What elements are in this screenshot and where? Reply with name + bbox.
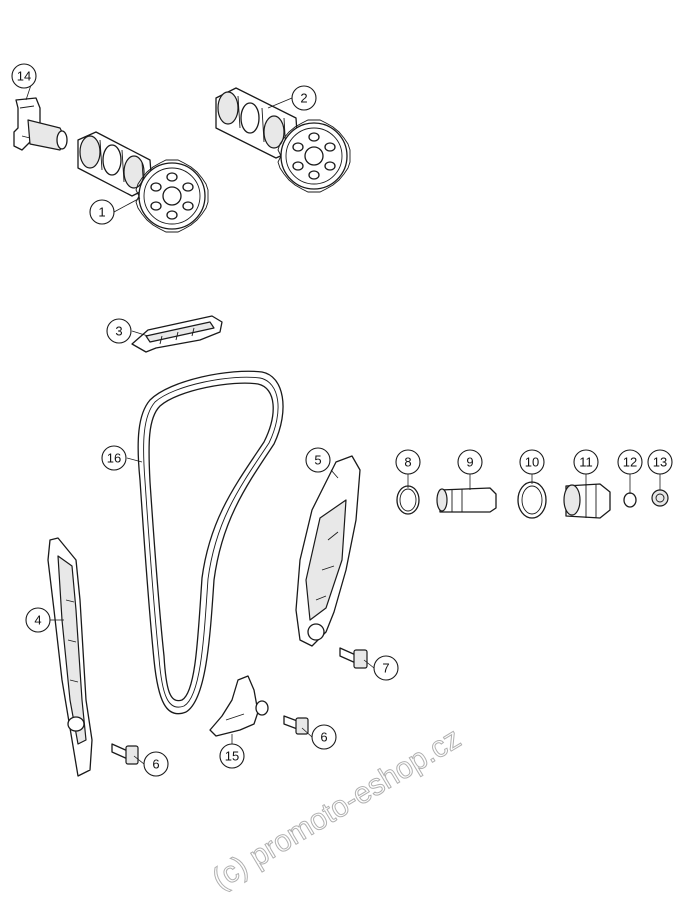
- callout-9-label: 9: [466, 455, 473, 470]
- part-15-guide: [209, 675, 269, 737]
- callout-7-label: 7: [382, 661, 389, 676]
- callout-14: 14: [11, 63, 37, 89]
- callout-13: 13: [647, 449, 673, 475]
- part-14-bracket: [13, 97, 68, 151]
- part-12-washer: [623, 492, 637, 508]
- callout-10: 10: [519, 449, 545, 475]
- callout-16-label: 16: [107, 451, 121, 466]
- callout-6-right: 6: [311, 724, 337, 750]
- part-10-o-ring: [517, 481, 547, 519]
- leader-lines: [25, 75, 661, 765]
- callout-4-label: 4: [34, 613, 41, 628]
- part-6-bolt-right: [283, 715, 309, 735]
- callout-6-left: 6: [143, 751, 169, 777]
- part-16-timing-chain: [137, 370, 284, 715]
- callout-2-label: 2: [300, 91, 307, 106]
- callout-10-label: 10: [525, 455, 539, 470]
- callout-12-label: 12: [623, 455, 637, 470]
- callout-6-right-label: 6: [320, 730, 327, 745]
- callout-12: 12: [617, 449, 643, 475]
- callout-1-label: 1: [98, 205, 105, 220]
- callout-8-label: 8: [404, 455, 411, 470]
- callout-15-label: 15: [225, 749, 239, 764]
- callout-7: 7: [373, 655, 399, 681]
- part-8-seal-ring: [396, 485, 420, 515]
- watermark-text: (c) promoto-eshop.cz: [207, 722, 467, 896]
- callout-3: 3: [106, 318, 132, 344]
- callout-13-label: 13: [653, 455, 667, 470]
- callout-14-label: 14: [17, 69, 31, 84]
- part-11-tensioner-housing: [563, 483, 611, 519]
- part-9-tensioner-plunger: [436, 487, 497, 513]
- callout-3-label: 3: [115, 324, 122, 339]
- callout-11: 11: [573, 449, 599, 475]
- part-3-guide-rail: [131, 315, 223, 353]
- callout-11-label: 11: [579, 455, 593, 470]
- callout-2: 2: [291, 85, 317, 111]
- part-1-camshaft: [77, 131, 209, 233]
- callout-1: 1: [89, 199, 115, 225]
- callout-8: 8: [395, 449, 421, 475]
- callout-5-label: 5: [314, 453, 321, 468]
- part-2-camshaft: [215, 87, 351, 193]
- callout-16: 16: [101, 445, 127, 471]
- callout-5: 5: [305, 447, 331, 473]
- part-5-tensioner-rail: [295, 455, 361, 647]
- callout-15: 15: [219, 743, 245, 769]
- part-6-bolt-left: [111, 743, 139, 765]
- callout-4: 4: [25, 607, 51, 633]
- part-13-plug: [651, 489, 669, 507]
- callout-9: 9: [457, 449, 483, 475]
- part-4-guide-rail: [47, 537, 93, 777]
- part-7-bolt: [339, 647, 368, 669]
- callout-6-left-label: 6: [152, 757, 159, 772]
